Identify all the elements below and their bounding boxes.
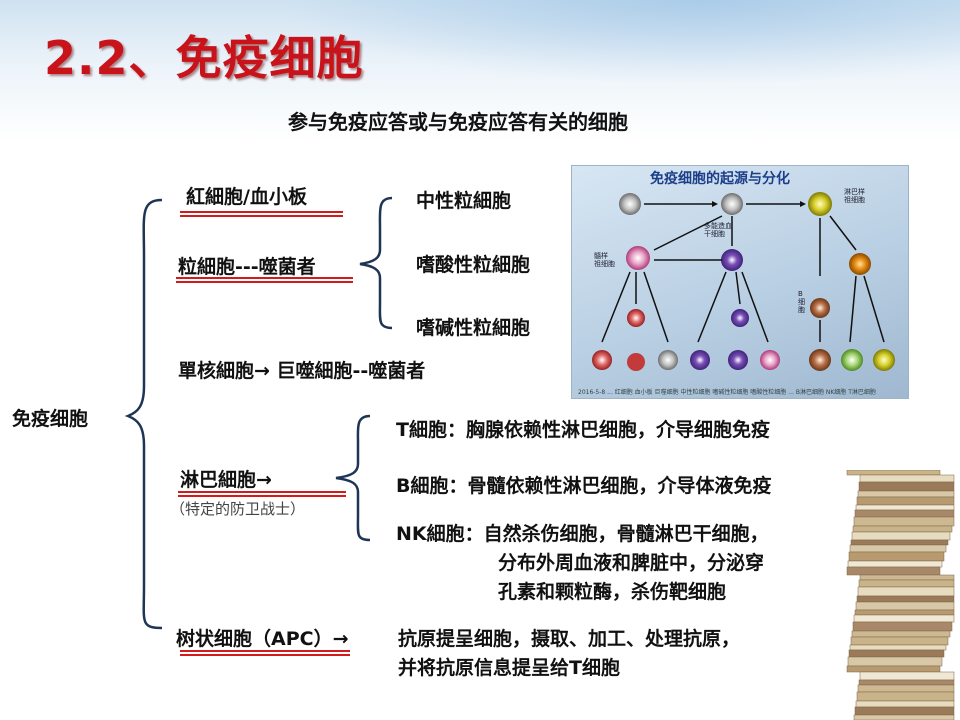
book [858,579,955,588]
book [857,586,955,597]
rbc-underline [180,211,343,217]
book [856,595,955,603]
book [853,714,955,720]
lymphocyte-brace [335,414,371,542]
book [859,474,955,483]
book [847,656,943,667]
book [852,525,953,533]
book [848,649,945,658]
book [857,684,955,693]
book [854,609,955,616]
root-label: 免疫细胞 [12,408,89,430]
slide-title: 2.2、免疫细胞 [44,31,364,85]
book [854,509,955,518]
granulocyte-brace [359,196,393,330]
diagram-caption: 2016-5-8 ... 红细胞 血小板 巨噬细胞 中性粒细胞 嗜碱性粒细胞 嗜… [578,389,876,396]
book [847,560,943,568]
lymphocyte-t-cell: T細胞：胸腺依赖性淋巴细胞，介导细胞免疫 [396,419,770,441]
granulocyte-eosinophil: 嗜酸性粒細胞 [416,254,531,276]
book [849,544,947,553]
category-granulocyte: 粒細胞---噬菌者 [178,256,316,278]
book [852,621,953,632]
cell-differentiation-diagram: 免疫细胞的起源与分化 [571,165,909,399]
category-lymphocyte: 淋巴細胞→ [180,469,272,491]
book [855,504,955,511]
book [851,630,951,638]
diagram-label-b-cell: B 细 胞 [798,290,805,314]
diagram-title: 免疫细胞的起源与分化 [650,171,790,187]
diagram-label-lymphoid: 淋巴样 祖细胞 [844,188,865,204]
book [855,700,955,708]
diagram-artwork [592,192,895,371]
book [859,574,955,581]
book [853,614,955,623]
dendritic-desc-line1: 抗原提呈细胞，摄取、加工、处理抗原， [398,628,741,650]
book [854,706,955,716]
book [856,496,955,506]
book [858,679,955,686]
book [851,531,951,541]
category-dendritic: 树状细胞（APC）→ [176,628,349,650]
book [846,470,941,476]
book-stack-image [846,470,955,720]
lymphocyte-note: （特定的防卫战士） [170,500,306,518]
main-brace [124,198,163,630]
dendritic-desc-line2: 并将抗原信息提呈给T细胞 [398,657,620,679]
lymphocyte-nk-line2: 分布外周血液和脾脏中，分泌穿 [498,552,765,574]
category-rbc: 紅細胞/血小板 [186,186,307,208]
book [856,691,955,702]
granulocyte-basophil: 嗜碱性粒細胞 [416,317,531,339]
slide-subtitle: 参与免疫应答或与免疫应答有关的细胞 [288,110,628,134]
dendritic-underline [180,650,350,656]
category-monocyte: 單核細胞→ 巨噬細胞--噬菌者 [178,360,426,382]
book [853,516,955,527]
book [855,601,955,611]
lymphocyte-b-cell: B細胞：骨髓依赖性淋巴细胞，介导体液免疫 [396,475,772,497]
book [848,551,945,562]
book [846,566,941,576]
granulocyte-underline [176,277,353,283]
book [857,490,955,498]
diagram-label-myeloid: 髓样 祖细胞 [594,252,615,268]
book [850,636,949,646]
book [850,539,949,546]
lymphocyte-underline [178,491,346,497]
granulocyte-neutrophil: 中性粒細胞 [416,190,512,212]
lymphocyte-nk-line3: 孔素和颗粒酶，杀伤靶细胞 [498,581,727,603]
diagram-label-stem-cell: 多能造血 干细胞 [704,222,732,238]
book [859,671,955,681]
book [846,665,941,673]
book [858,481,955,492]
lymphocyte-nk-line1: NK細胞：自然杀伤细胞，骨髓淋巴干细胞， [396,523,769,545]
book [849,644,947,651]
